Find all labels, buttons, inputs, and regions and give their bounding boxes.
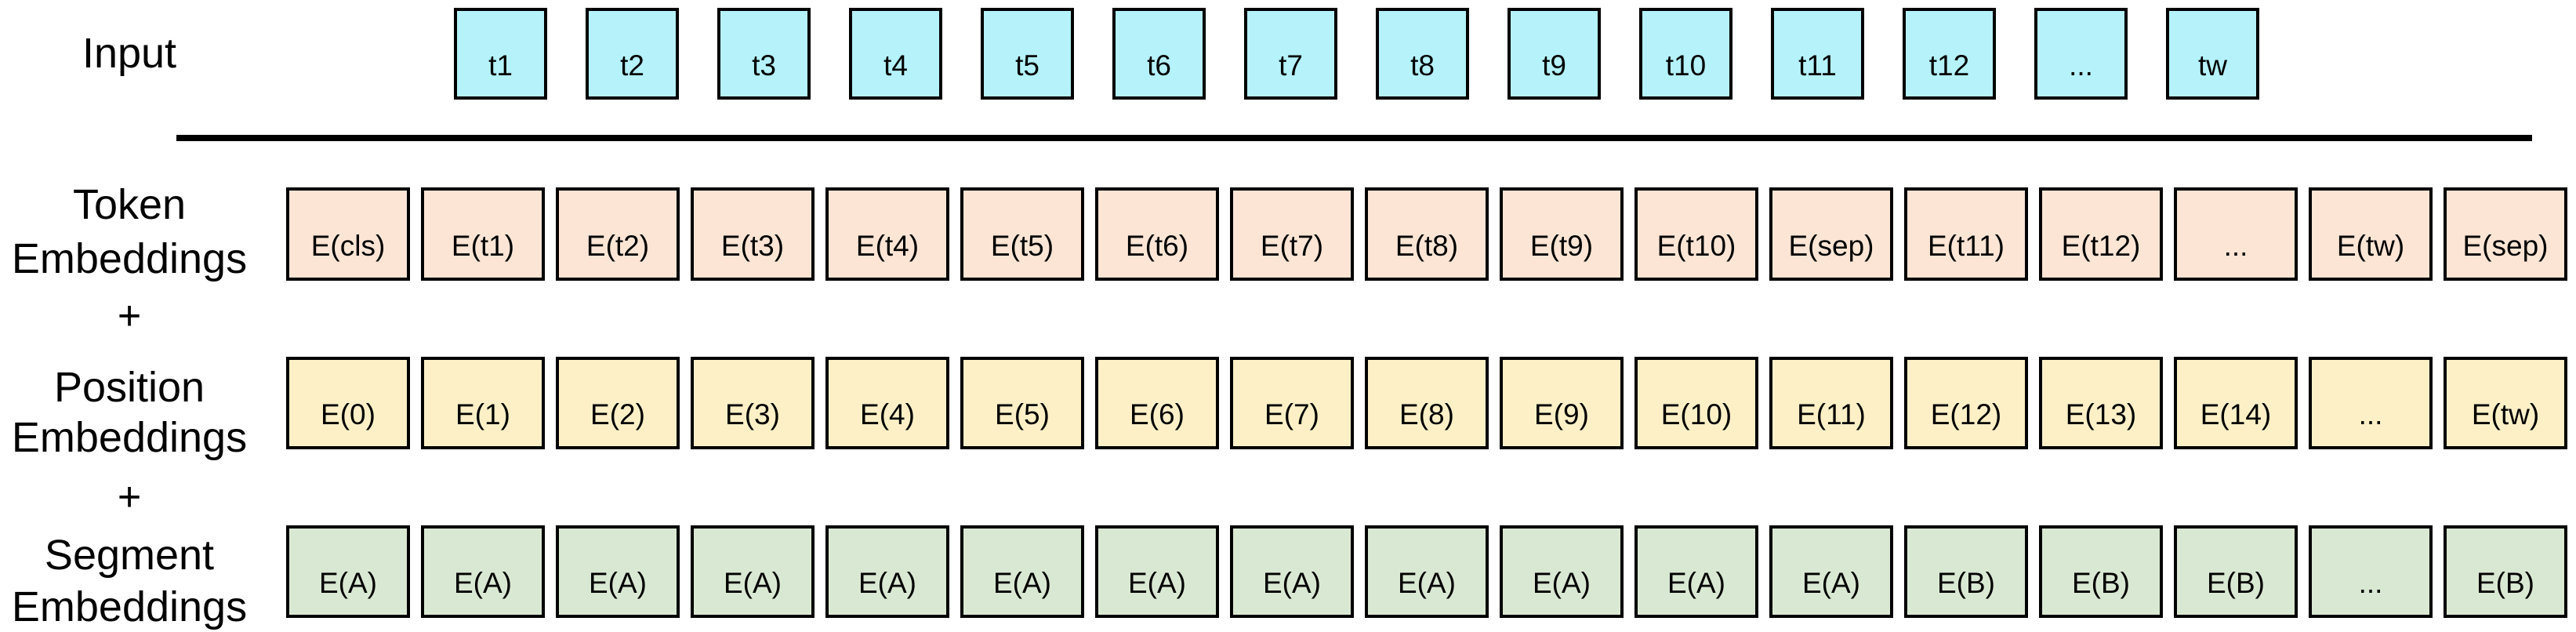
token-embedding-box: E(t9) (1500, 187, 1624, 281)
segment-embedding-box: E(A) (960, 525, 1084, 618)
token-embedding-box: E(t2) (556, 187, 680, 281)
input-token-box: t5 (981, 8, 1074, 100)
token-embedding-box: E(t10) (1634, 187, 1758, 281)
position-embedding-box: E(13) (2039, 357, 2163, 449)
token-embedding-box: E(t11) (1904, 187, 2028, 281)
segment-embedding-box: E(A) (421, 525, 545, 618)
segment-embedding-box: E(A) (1095, 525, 1219, 618)
token-embedding-box: E(t6) (1095, 187, 1219, 281)
position-embedding-box: E(11) (1769, 357, 1893, 449)
row-label-position-line1: Position (53, 364, 205, 411)
input-token-box: t6 (1112, 8, 1206, 100)
position-embedding-box: E(10) (1634, 357, 1758, 449)
position-embedding-box: E(8) (1365, 357, 1489, 449)
input-token-box: t3 (717, 8, 811, 100)
input-token-box: tw (2166, 8, 2259, 100)
segment-embedding-box: E(B) (2039, 525, 2163, 618)
input-token-box: t8 (1376, 8, 1469, 100)
token-embedding-box: E(t4) (825, 187, 949, 281)
input-token-box: t7 (1244, 8, 1337, 100)
position-embedding-box: E(7) (1230, 357, 1354, 449)
position-embedding-box: E(5) (960, 357, 1084, 449)
position-embedding-box: E(6) (1095, 357, 1219, 449)
input-token-box: t11 (1771, 8, 1864, 100)
token-embedding-box: ... (2174, 187, 2298, 281)
token-embedding-box: E(t7) (1230, 187, 1354, 281)
token-embedding-box: E(t3) (691, 187, 815, 281)
input-token-box: ... (2034, 8, 2128, 100)
segment-embedding-box: E(A) (286, 525, 410, 618)
segment-embedding-box: E(A) (556, 525, 680, 618)
token-embedding-box: E(t1) (421, 187, 545, 281)
row-label-segment-line2: Embeddings (11, 583, 248, 630)
row-label-input: Input (82, 30, 177, 77)
position-embedding-box: E(tw) (2444, 357, 2567, 449)
row-label-token-line1: Token (72, 181, 187, 228)
plus-sign-1: + (117, 293, 142, 339)
position-embedding-box: E(1) (421, 357, 545, 449)
input-token-box: t10 (1639, 8, 1732, 100)
token-embedding-box: E(t12) (2039, 187, 2163, 281)
position-embedding-box: ... (2309, 357, 2433, 449)
segment-embedding-box: E(A) (1365, 525, 1489, 618)
token-embedding-box: E(sep) (1769, 187, 1893, 281)
segment-embedding-box: E(B) (2444, 525, 2567, 618)
row-label-token-line2: Embeddings (11, 235, 248, 282)
segment-embeddings-row: E(A)E(A)E(A)E(A)E(A)E(A)E(A)E(A)E(A)E(A)… (286, 525, 2567, 618)
divider-line (176, 135, 2532, 141)
input-token-box: t4 (849, 8, 942, 100)
position-embedding-box: E(0) (286, 357, 410, 449)
token-embedding-box: E(cls) (286, 187, 410, 281)
input-token-box: t12 (1903, 8, 1996, 100)
segment-embedding-box: E(A) (1634, 525, 1758, 618)
input-token-row: t1 t2 t3 t4 t5 t6 t7 t8 t9 t10 t11 t12... tw (454, 8, 2259, 100)
segment-embedding-box: E(B) (2174, 525, 2298, 618)
segment-embedding-box: E(A) (825, 525, 949, 618)
token-embedding-box: E(tw) (2309, 187, 2433, 281)
segment-embedding-box: E(A) (1500, 525, 1624, 618)
position-embedding-box: E(14) (2174, 357, 2298, 449)
input-token-box: t2 (586, 8, 679, 100)
segment-embedding-box: E(A) (1769, 525, 1893, 618)
row-label-position-line2: Embeddings (11, 414, 248, 461)
position-embedding-box: E(3) (691, 357, 815, 449)
segment-embedding-box: ... (2309, 525, 2433, 618)
plus-sign-2: + (117, 474, 142, 520)
input-token-box: t1 (454, 8, 547, 100)
token-embedding-box: E(t5) (960, 187, 1084, 281)
token-embedding-box: E(t8) (1365, 187, 1489, 281)
input-token-box: t9 (1508, 8, 1601, 100)
position-embedding-box: E(4) (825, 357, 949, 449)
position-embedding-box: E(12) (1904, 357, 2028, 449)
token-embedding-box: E(sep) (2444, 187, 2567, 281)
row-label-segment-line1: Segment (44, 532, 215, 579)
segment-embedding-box: E(B) (1904, 525, 2028, 618)
position-embedding-box: E(2) (556, 357, 680, 449)
position-embedding-box: E(9) (1500, 357, 1624, 449)
token-embeddings-row: E(cls)E(t1)E(t2)E(t3)E(t4)E(t5)E(t6)E(t7… (286, 187, 2567, 281)
segment-embedding-box: E(A) (691, 525, 815, 618)
segment-embedding-box: E(A) (1230, 525, 1354, 618)
position-embeddings-row: E(0)E(1)E(2)E(3)E(4)E(5)E(6)E(7)E(8)E(9)… (286, 357, 2567, 449)
